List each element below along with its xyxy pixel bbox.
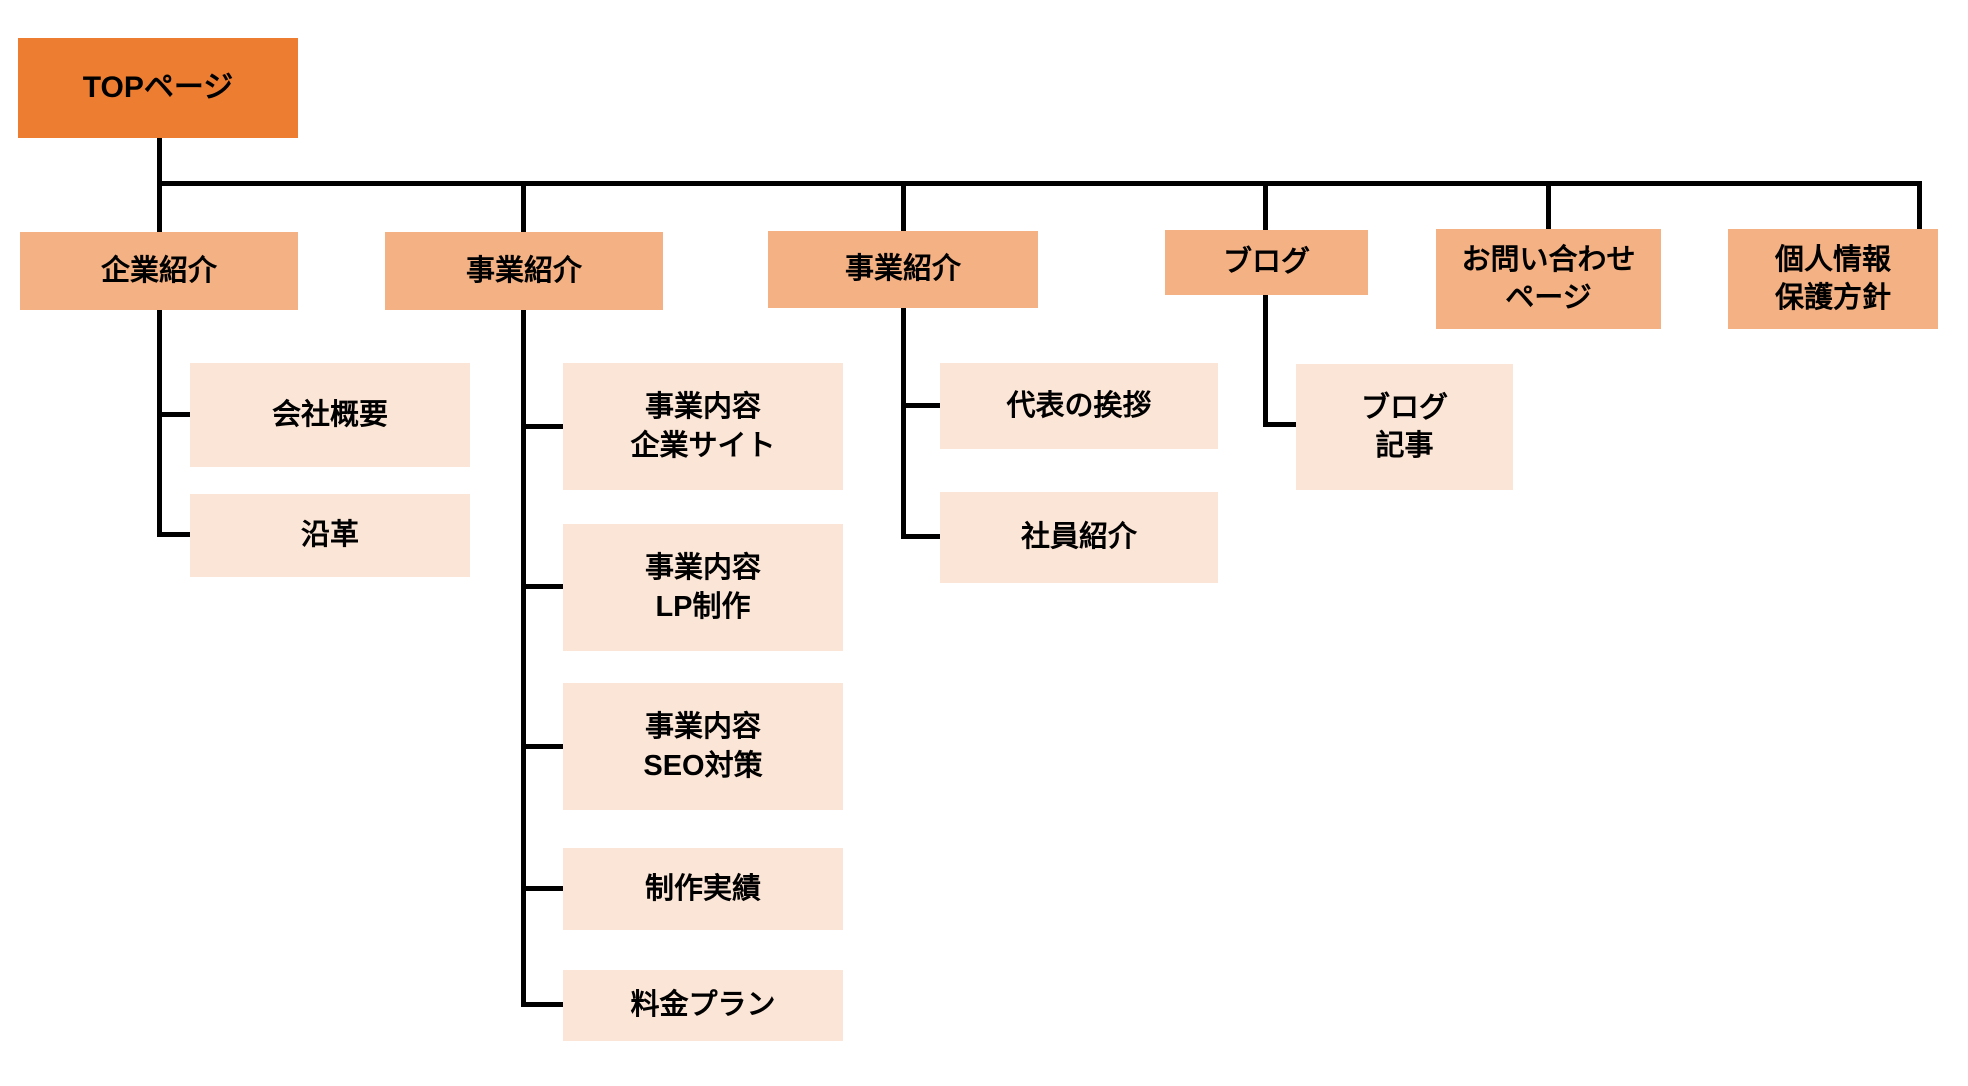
node-label: 代表の挨拶 <box>1006 389 1152 422</box>
sitemap-node-business-intro-2: 事業紹介 <box>768 231 1038 308</box>
node-label: 事業内容 企業サイト <box>630 391 776 462</box>
node-label: 会社概要 <box>271 398 388 431</box>
connector-line <box>901 181 906 233</box>
connector-line <box>521 181 526 234</box>
node-label: 社員紹介 <box>1020 521 1137 554</box>
connector-line <box>521 584 565 589</box>
connector-line <box>157 532 192 537</box>
node-label: 事業紹介 <box>465 254 582 287</box>
connector-line <box>157 181 1922 186</box>
node-label: 沿革 <box>300 519 359 552</box>
node-label: 制作実績 <box>644 872 761 905</box>
connector-line <box>521 424 565 429</box>
connector-line <box>1263 181 1268 232</box>
sitemap-node-top-page: TOPページ <box>18 38 298 138</box>
node-label: 料金プラン <box>630 989 776 1022</box>
sitemap-node-pricing: 料金プラン <box>563 970 843 1041</box>
sitemap-node-history: 沿革 <box>190 494 470 577</box>
node-label: お問い合わせ ページ <box>1461 243 1636 314</box>
sitemap-node-works: 制作実績 <box>563 848 843 930</box>
connector-line <box>521 1002 565 1007</box>
sitemap-node-privacy-policy: 個人情報 保護方針 <box>1728 229 1938 329</box>
connector-line <box>901 308 906 539</box>
sitemap-node-blog: ブログ <box>1165 230 1368 295</box>
sitemap-node-ceo-greeting: 代表の挨拶 <box>940 363 1218 449</box>
connector-line <box>157 310 162 537</box>
node-label: ブログ 記事 <box>1360 391 1448 462</box>
node-label: 事業内容 LP制作 <box>644 552 761 623</box>
node-label: ブログ <box>1222 246 1310 279</box>
sitemap-node-blog-posts: ブログ 記事 <box>1296 364 1513 490</box>
connector-line <box>1263 422 1298 427</box>
sitemap-node-company-overview: 会社概要 <box>190 363 470 467</box>
connector-line <box>901 403 942 408</box>
node-label: 企業紹介 <box>100 254 217 287</box>
sitemap-node-service-lp: 事業内容 LP制作 <box>563 524 843 651</box>
node-label: 事業内容 SEO対策 <box>643 711 763 782</box>
node-label: 事業紹介 <box>844 253 961 286</box>
node-label: TOPページ <box>82 71 234 105</box>
sitemap-node-service-seo: 事業内容 SEO対策 <box>563 683 843 810</box>
connector-line <box>521 744 565 749</box>
connector-line <box>1263 295 1268 427</box>
sitemap-node-contact-page: お問い合わせ ページ <box>1436 229 1661 329</box>
connector-line <box>521 886 565 891</box>
connector-line <box>521 310 526 1007</box>
connector-line <box>1917 181 1922 231</box>
sitemap-node-business-intro-1: 事業紹介 <box>385 232 663 310</box>
connector-line <box>901 534 942 539</box>
sitemap-node-staff-intro: 社員紹介 <box>940 492 1218 583</box>
node-label: 個人情報 保護方針 <box>1774 243 1891 314</box>
connector-line <box>1546 181 1551 231</box>
sitemap-node-service-corporate-site: 事業内容 企業サイト <box>563 363 843 490</box>
connector-line <box>157 412 192 417</box>
sitemap-node-company-intro: 企業紹介 <box>20 232 298 310</box>
